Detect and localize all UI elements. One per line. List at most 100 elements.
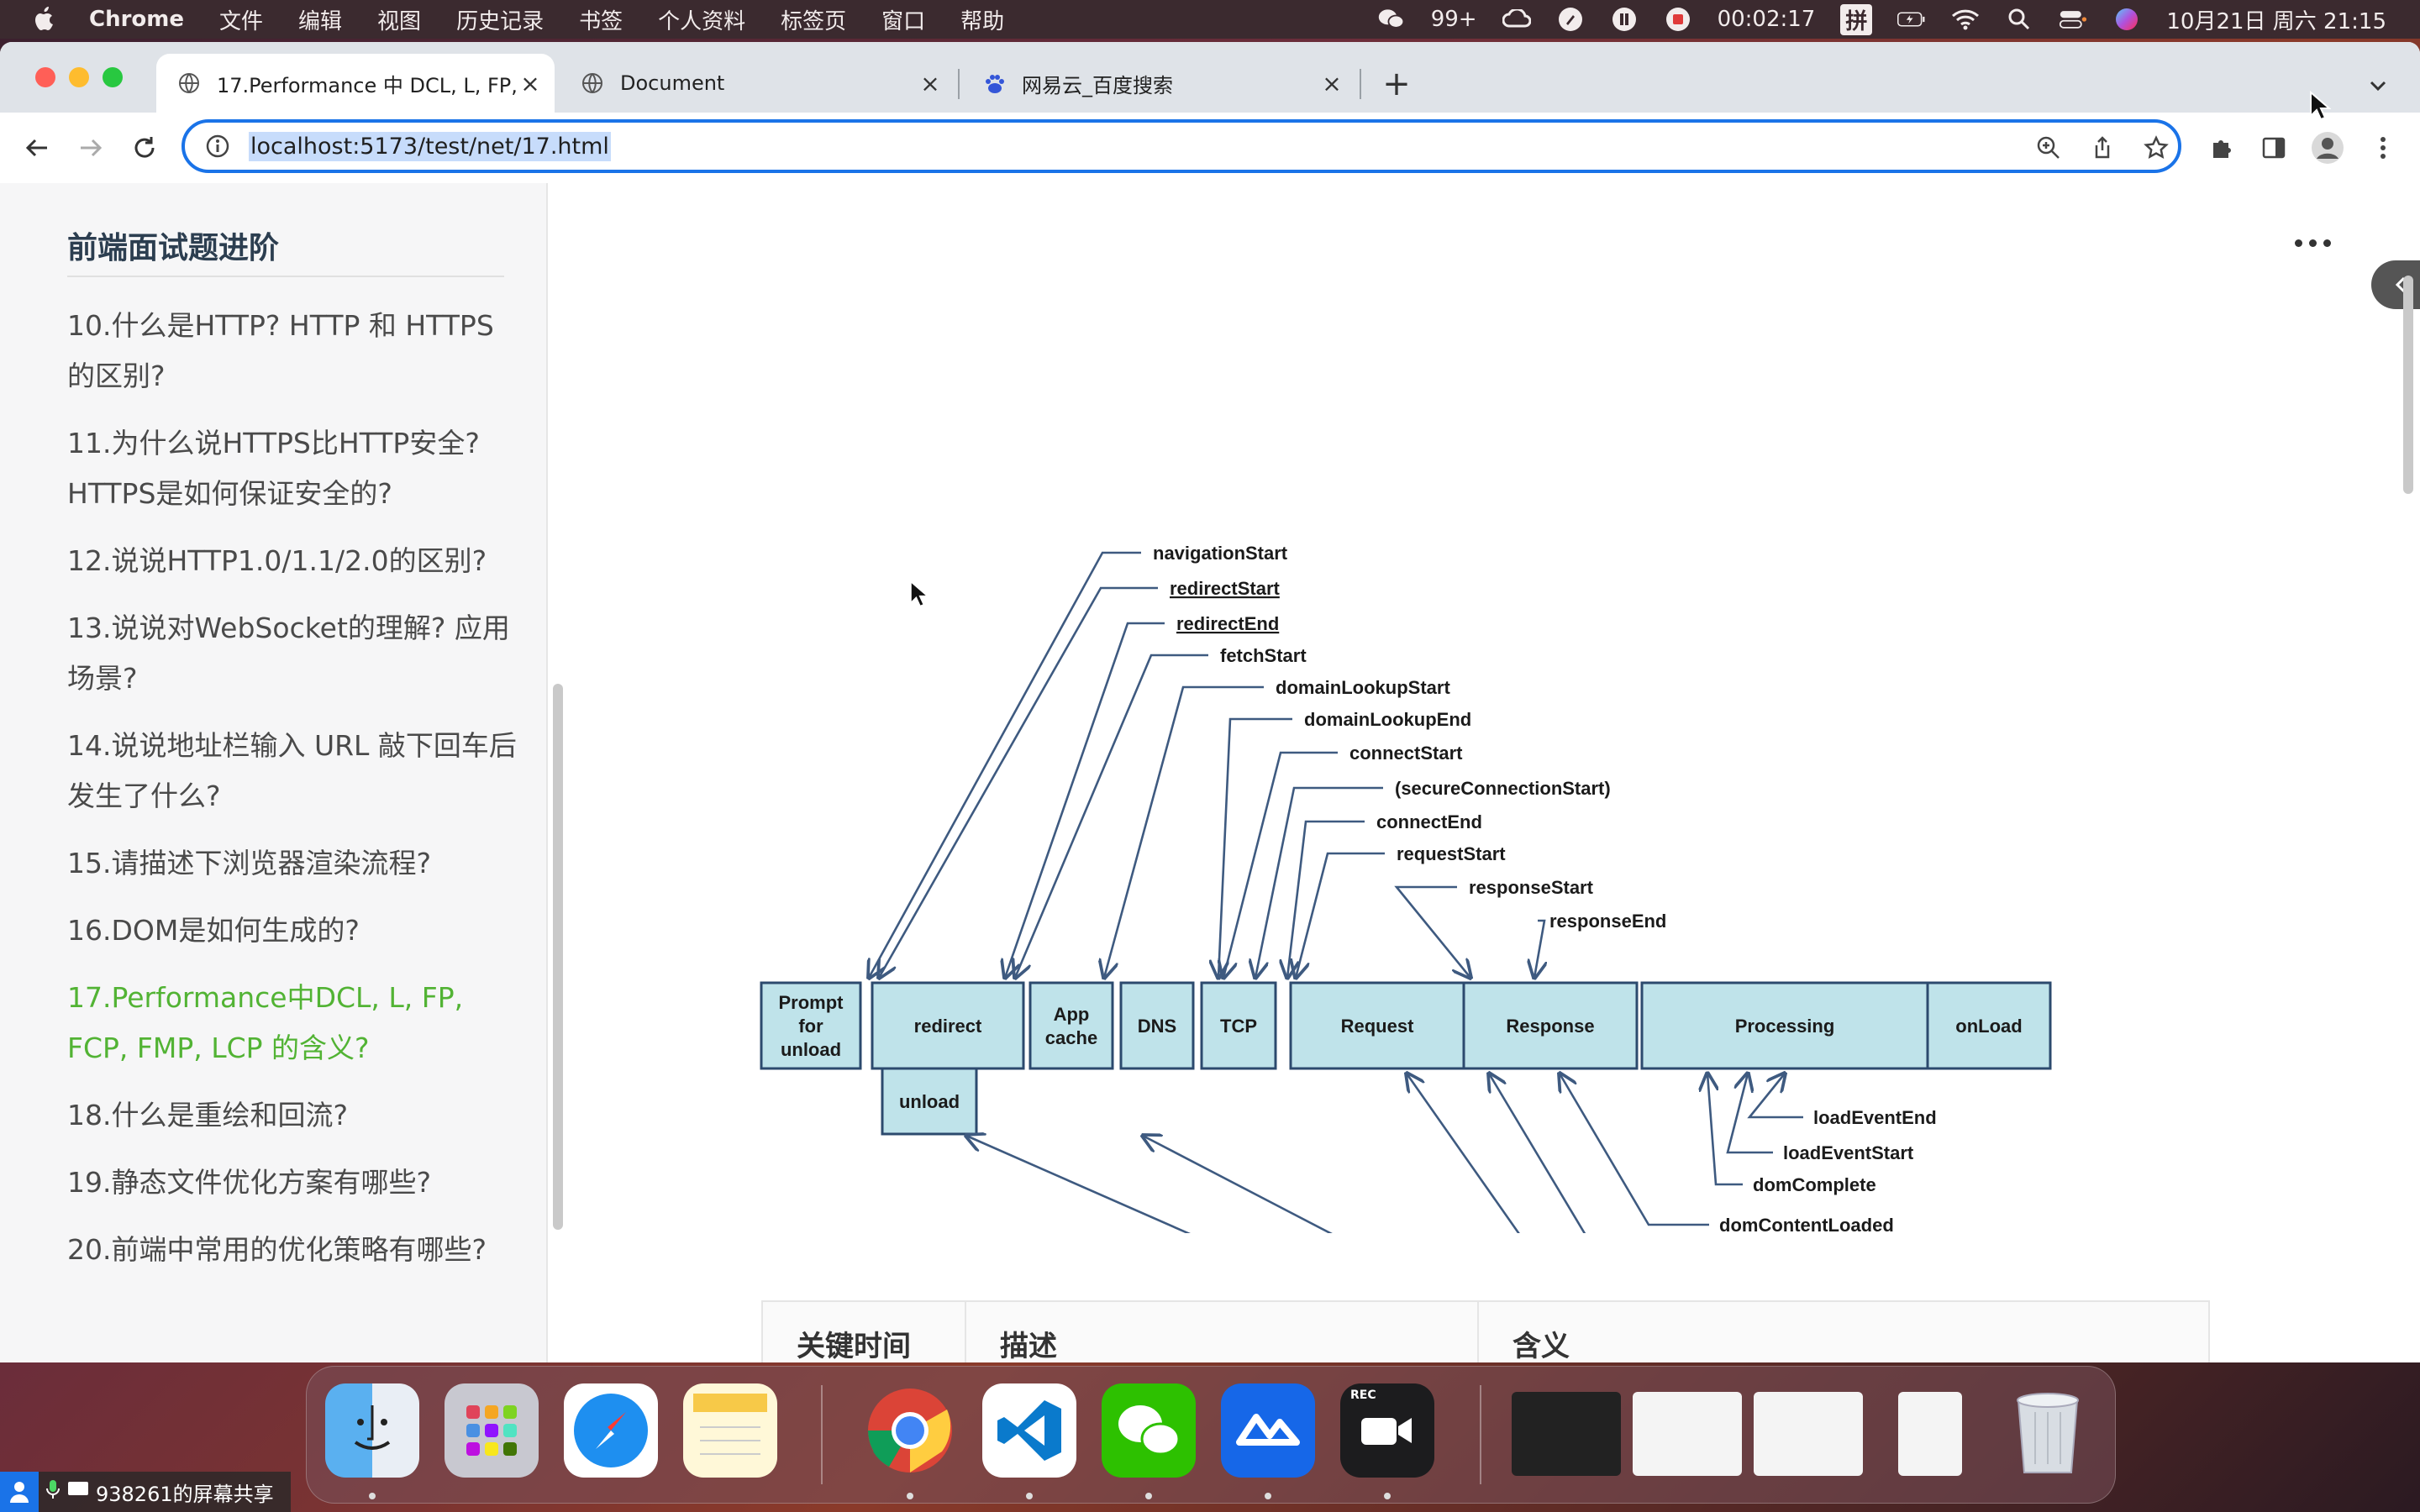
sidebar-item-10[interactable]: 10.什么是HTTP? HTTP 和 HTTPS 的区别? xyxy=(67,309,494,392)
site-info-icon[interactable] xyxy=(205,134,230,159)
sidebar-item-16[interactable]: 16.DOM是如何生成的? xyxy=(67,914,360,947)
menu-file[interactable]: 文件 xyxy=(219,8,264,34)
sidebar-item-20[interactable]: 20.前端中常用的优化策略有哪些? xyxy=(67,1233,487,1266)
launchpad-icon[interactable] xyxy=(445,1383,539,1478)
share-badge-label: 938261的屏幕共享 xyxy=(96,1482,274,1506)
wechat-icon[interactable] xyxy=(1102,1383,1196,1478)
chrome-icon[interactable] xyxy=(863,1383,957,1478)
top-event-arrow-9 xyxy=(1296,852,1385,978)
tab-close-icon[interactable]: × xyxy=(1322,69,1342,97)
menu-profiles[interactable]: 个人资料 xyxy=(658,8,746,34)
top-event-arrow-0 xyxy=(869,551,1141,978)
creative-cloud-icon[interactable] xyxy=(1502,7,1531,32)
app-menu-chrome[interactable]: Chrome xyxy=(89,7,185,32)
baidu-paw-icon xyxy=(983,72,1005,94)
zoom-icon[interactable] xyxy=(2032,131,2065,165)
tab-performance[interactable]: 17.Performance 中 DCL, L, FP, × xyxy=(156,54,555,113)
control-center-icon[interactable] xyxy=(2059,7,2087,32)
menu-view[interactable]: 视图 xyxy=(377,8,422,34)
sidebar-item-13[interactable]: 13.说说对WebSocket的理解? 应用场景? xyxy=(67,612,510,695)
window-minimize-button[interactable] xyxy=(69,67,89,87)
bottom-event-arrow-4 xyxy=(1489,1074,1586,1233)
input-method-icon[interactable]: 拼 xyxy=(1840,3,1873,35)
top-event-label-2: redirectEnd xyxy=(1176,613,1279,634)
window-close-button[interactable] xyxy=(35,67,55,87)
dock-separator xyxy=(821,1385,823,1484)
tab-close-icon[interactable]: × xyxy=(520,69,540,97)
window-zoom-button[interactable] xyxy=(103,67,123,87)
screen-share-badge[interactable]: 938261的屏幕共享 xyxy=(0,1472,291,1512)
top-event-arrow-4 xyxy=(1104,685,1264,978)
pen-icon[interactable] xyxy=(1556,7,1585,32)
sidebar-item-14[interactable]: 14.说说地址栏输入 URL 敲下回车后发生了什么? xyxy=(67,729,517,812)
finder-icon[interactable] xyxy=(325,1383,419,1478)
menubar-clock[interactable]: 10月21日 周六 21:15 xyxy=(2166,8,2386,34)
sidebar-scrollbar-thumb[interactable] xyxy=(553,684,563,1230)
forward-arrow-icon[interactable] xyxy=(72,129,109,166)
profile-avatar-icon[interactable] xyxy=(2309,129,2346,166)
wechat-status-icon[interactable] xyxy=(1377,7,1406,32)
recording-timer: 00:02:17 xyxy=(1717,7,1816,32)
new-tab-plus-icon[interactable]: + xyxy=(1382,65,1411,103)
reload-icon[interactable] xyxy=(126,129,163,166)
screen-recorder-icon[interactable]: REC xyxy=(1340,1383,1434,1478)
wifi-icon[interactable] xyxy=(1951,7,1980,32)
pause-recording-icon[interactable] xyxy=(1610,7,1639,32)
sidebar-item-15[interactable]: 15.请描述下浏览器渲染流程? xyxy=(67,847,431,879)
siri-icon[interactable] xyxy=(2112,7,2141,32)
sidebar-item-18[interactable]: 18.什么是重绘和回流? xyxy=(67,1099,348,1131)
side-panel-icon[interactable] xyxy=(2255,129,2292,166)
battery-icon[interactable] xyxy=(1897,7,1926,32)
sidebar-item-11[interactable]: 11.为什么说HTTPS比HTTP安全? HTTPS是如何保证安全的? xyxy=(67,427,480,510)
minimized-window-vscode[interactable] xyxy=(1512,1392,1621,1476)
menu-history[interactable]: 历史记录 xyxy=(456,8,544,34)
top-event-arrow-1 xyxy=(879,586,1158,978)
top-event-label-4: domainLookupStart xyxy=(1276,677,1450,698)
menu-tabs[interactable]: 标签页 xyxy=(781,8,847,34)
more-options-icon[interactable] xyxy=(2287,230,2338,255)
stop-recording-icon[interactable] xyxy=(1664,7,1692,32)
spotlight-search-icon[interactable] xyxy=(2005,7,2033,32)
sidebar-item-19[interactable]: 19.静态文件优化方案有哪些? xyxy=(67,1166,431,1199)
url-text[interactable]: localhost:5173/test/net/17.html xyxy=(249,131,611,161)
menu-bookmarks[interactable]: 书签 xyxy=(579,8,623,34)
minimized-window-meeting[interactable] xyxy=(1754,1392,1863,1476)
unload-box-label: unload xyxy=(899,1091,960,1112)
bookmark-star-icon[interactable] xyxy=(2139,131,2173,165)
stage-label-6: Response xyxy=(1506,1016,1594,1037)
tab-baidu-search[interactable]: 网易云_百度搜索 × xyxy=(961,54,1356,113)
top-event-arrow-8 xyxy=(1287,820,1365,978)
tab-close-icon[interactable]: × xyxy=(920,69,940,97)
minimized-window-chrome[interactable] xyxy=(1633,1392,1742,1476)
minimized-window-doc[interactable] xyxy=(1898,1392,1962,1476)
notes-icon[interactable] xyxy=(683,1383,777,1478)
page-content: 前端面试题进阶 10.什么是HTTP? HTTP 和 HTTPS 的区别? 11… xyxy=(0,183,2420,1362)
main-scrollbar[interactable] xyxy=(2403,276,2413,494)
vscode-icon[interactable] xyxy=(982,1383,1076,1478)
chrome-menu-kebab-icon[interactable] xyxy=(2365,129,2402,166)
menu-window[interactable]: 窗口 xyxy=(881,8,926,34)
top-event-label-5: domainLookupEnd xyxy=(1304,709,1471,730)
apple-menu-icon[interactable] xyxy=(30,5,59,34)
trash-icon[interactable] xyxy=(2001,1383,2095,1478)
tab-document[interactable]: Document × xyxy=(560,54,955,113)
sidebar-item-17-active[interactable]: 17.Performance中DCL, L, FP, FCP, FMP, LCP… xyxy=(67,981,464,1064)
extensions-puzzle-icon[interactable] xyxy=(2203,129,2240,166)
top-event-arrow-3 xyxy=(1015,654,1208,978)
macos-dock: REC xyxy=(306,1366,2116,1504)
back-arrow-icon[interactable] xyxy=(18,129,55,166)
sidebar-divider xyxy=(67,276,504,277)
menu-help[interactable]: 帮助 xyxy=(960,8,1005,34)
table-header-description: 描述 xyxy=(966,1302,1479,1362)
menu-edit[interactable]: 编辑 xyxy=(298,8,343,34)
globe-favicon-icon xyxy=(581,72,603,94)
safari-compass-icon[interactable] xyxy=(564,1383,658,1478)
sidebar-item-12[interactable]: 12.说说HTTP1.0/1.1/2.0的区别? xyxy=(67,544,487,577)
tencent-meeting-icon[interactable] xyxy=(1221,1383,1315,1478)
tab-search-chevron-icon[interactable] xyxy=(2361,69,2395,102)
address-bar[interactable]: localhost:5173/test/net/17.html xyxy=(182,119,2181,173)
stage-box-2 xyxy=(1028,981,1114,1070)
share-icon[interactable] xyxy=(2086,131,2119,165)
stage-label-8: onLoad xyxy=(1955,1016,2022,1037)
bottom-event-label-0: loadEventEnd xyxy=(1813,1107,1937,1128)
